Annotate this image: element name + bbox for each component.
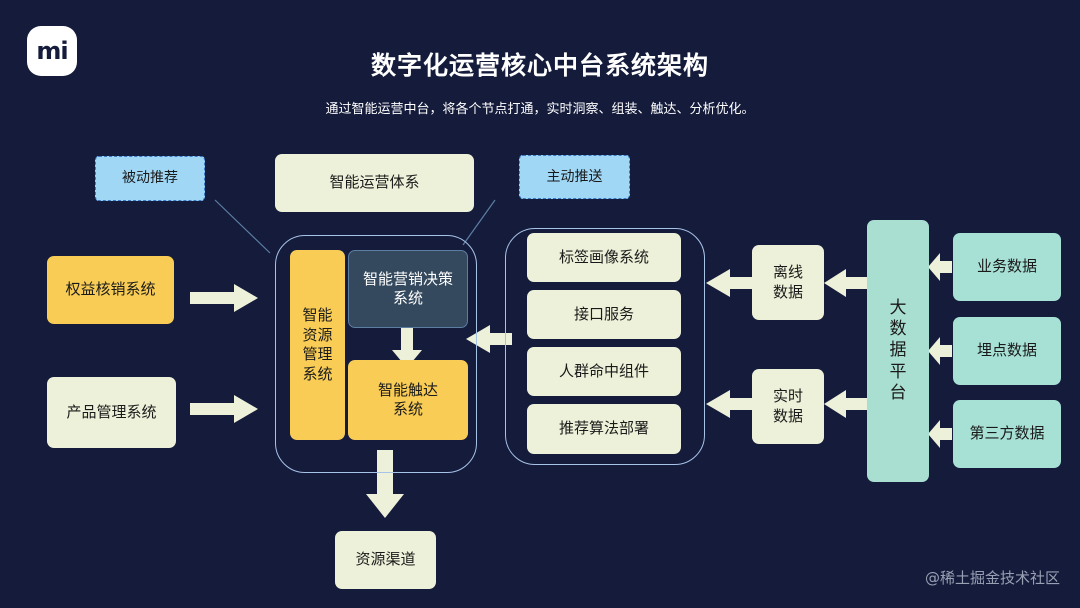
source-tracking-data: 埋点数据	[953, 317, 1061, 385]
arrow-thirdparty-to-bigdata	[928, 420, 952, 448]
intelligent-resource-management: 智能 资源 管理 系统	[290, 250, 345, 440]
big-data-platform: 大 数 据 平 台	[867, 220, 929, 482]
arrow-tracking-to-bigdata	[928, 337, 952, 365]
arrow-business-to-bigdata	[928, 253, 952, 281]
arrow-decision-to-reach	[392, 328, 422, 368]
rights-verification-system: 权益核销系统	[47, 256, 174, 324]
page-title: 数字化运营核心中台系统架构	[370, 51, 709, 80]
services-group	[505, 228, 705, 465]
service-recommend-algorithm: 推荐算法部署	[527, 404, 681, 454]
active-guide-line	[462, 199, 496, 246]
arrow-bigdata-to-realtime	[824, 390, 868, 418]
intelligent-marketing-decision: 智能营销决策 系统	[348, 250, 468, 328]
product-management-system: 产品管理系统	[47, 377, 176, 448]
arrow-rights-to-core	[190, 284, 258, 312]
watermark: @稀土掘金技术社区	[924, 569, 1060, 587]
service-audience-match: 人群命中组件	[527, 347, 681, 396]
source-business-data: 业务数据	[953, 233, 1061, 301]
intelligent-ops-system: 智能运营体系	[275, 154, 474, 212]
page-subtitle: 通过智能运营中台，将各个节点打通，实时洞察、组装、触达、分析优化。	[325, 102, 755, 117]
offline-data: 离线 数据	[752, 245, 824, 320]
service-tag-profile: 标签画像系统	[527, 233, 681, 282]
source-third-party-data: 第三方数据	[953, 400, 1061, 468]
arrow-realtime-to-services	[706, 390, 752, 418]
arrow-bigdata-to-offline	[824, 269, 868, 297]
arrow-offline-to-services	[706, 269, 752, 297]
passive-guide-line	[214, 199, 271, 254]
intelligent-reach-system: 智能触达 系统	[348, 360, 468, 440]
tag-active-push: 主动推送	[519, 155, 630, 199]
mi-logo: mi	[27, 26, 77, 76]
arrow-services-to-core	[466, 325, 512, 353]
tag-passive-recommend: 被动推荐	[95, 156, 205, 201]
core-platform-group	[275, 235, 477, 473]
arrow-product-to-core	[190, 395, 258, 423]
logo-text: mi	[36, 37, 68, 65]
resource-channel: 资源渠道	[335, 531, 436, 589]
service-api: 接口服务	[527, 290, 681, 339]
realtime-data: 实时 数据	[752, 369, 824, 444]
